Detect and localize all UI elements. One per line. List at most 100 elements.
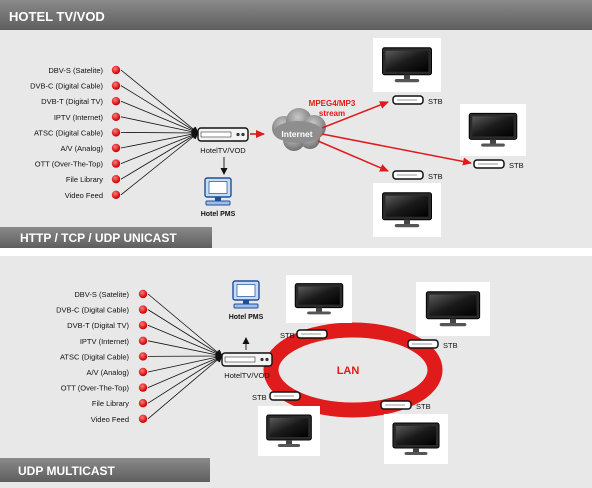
stb-label: STB — [416, 402, 431, 411]
tv-card — [384, 414, 448, 464]
tv-screen — [385, 50, 429, 72]
source-dot — [111, 112, 121, 122]
source-dot — [138, 399, 148, 408]
source-dot — [138, 289, 148, 299]
tv-stand — [439, 323, 467, 327]
source-dot — [111, 159, 121, 168]
source-dot — [138, 414, 148, 423]
tv-stand — [394, 224, 420, 228]
server-slot — [200, 131, 232, 138]
source-dot — [111, 175, 121, 184]
source-dot — [138, 336, 148, 345]
server-label: HotelTV/VOD — [200, 146, 246, 155]
pms-label: Hotel PMS — [229, 314, 264, 321]
stb-box — [392, 170, 424, 180]
source-arrow — [120, 130, 199, 149]
stb-box — [296, 329, 328, 339]
source-dot — [111, 143, 121, 153]
tv-card — [460, 104, 526, 156]
stb-box — [473, 159, 505, 169]
computer-icon — [232, 280, 260, 309]
monitor-neck — [215, 197, 221, 201]
tv-stand — [277, 444, 301, 447]
unicast-diagram: DBV-S (Satelite)DVB-C (Digital Cable)DVB… — [30, 38, 526, 237]
source-label: OTT (Over-The-Top) — [61, 384, 130, 393]
tv-screen — [298, 286, 340, 305]
tv-neck — [316, 307, 322, 312]
tv-neck — [404, 219, 410, 225]
source-dot — [111, 81, 121, 90]
stream-arrow-stb2 — [321, 133, 472, 166]
source-label: IPTV (Internet) — [80, 337, 130, 346]
tv-stand — [394, 79, 420, 83]
tv-screen — [429, 294, 477, 316]
source-label: DVB-T (Digital TV) — [67, 321, 129, 330]
source-arrow — [147, 355, 223, 420]
tv-card — [286, 275, 352, 323]
server-led — [236, 132, 240, 137]
cloud-icon — [272, 108, 326, 151]
source-dot — [111, 65, 121, 75]
source-label: DBV-S (Satelite) — [48, 66, 103, 75]
source-label: A/V (Analog) — [86, 368, 129, 377]
stb-label: STB — [428, 172, 443, 181]
source-arrow — [120, 132, 199, 196]
internet-label: Internet — [281, 129, 312, 139]
tv-stand — [481, 143, 505, 147]
stream-arrow-stb3 — [317, 140, 389, 172]
stb-label: STB — [252, 393, 267, 402]
source-arrow — [147, 309, 223, 357]
stb-label: STB — [280, 331, 295, 340]
tv-neck — [450, 318, 456, 324]
tv-card — [373, 38, 441, 92]
stb-box — [407, 339, 439, 349]
server-label: HotelTV/VOD — [224, 371, 270, 380]
source-arrow — [120, 69, 199, 134]
source-label: Video Feed — [91, 415, 129, 424]
server-led — [241, 132, 245, 137]
tv-card — [416, 282, 490, 336]
source-label: A/V (Analog) — [60, 144, 103, 153]
tv-neck — [404, 74, 410, 80]
lan-ring — [263, 322, 443, 418]
source-label: ATSC (Digital Cable) — [34, 128, 104, 137]
source-arrow — [147, 324, 223, 357]
server-led — [265, 357, 269, 362]
source-arrow — [147, 355, 223, 404]
tv-neck — [490, 139, 496, 144]
computer-icon — [204, 177, 232, 206]
monitor-screen — [208, 181, 228, 194]
stb-box — [380, 400, 412, 410]
source-dot — [138, 305, 148, 314]
tv-neck — [286, 440, 292, 444]
source-arrow — [147, 340, 223, 359]
source-label: ATSC (Digital Cable) — [60, 352, 130, 361]
source-dot — [111, 128, 121, 137]
source-label: OTT (Over-The-Top) — [35, 160, 104, 169]
source-label: DVB-C (Digital Cable) — [56, 306, 129, 315]
source-arrow — [147, 355, 223, 388]
monitor-neck — [243, 300, 249, 304]
stb-label: STB — [509, 161, 524, 170]
lan-label: LAN — [337, 365, 360, 377]
header-bar — [0, 0, 592, 30]
tv-screen — [472, 116, 514, 137]
monitor-screen — [236, 284, 256, 297]
source-arrow — [147, 293, 223, 357]
tv-stand — [307, 311, 331, 315]
source-label: IPTV (Internet) — [54, 113, 104, 122]
source-arrow — [120, 116, 199, 136]
source-label: DVB-C (Digital Cable) — [30, 82, 103, 91]
source-dot — [111, 190, 121, 199]
cloud-core — [274, 121, 322, 143]
source-dot — [138, 352, 148, 361]
tv-stand — [404, 452, 428, 455]
source-label: DBV-S (Satelite) — [74, 290, 129, 299]
source-arrow — [120, 131, 199, 164]
source-arrow — [120, 132, 199, 180]
unicast-footer-tab — [0, 227, 212, 248]
header-title: HOTEL TV/VOD — [9, 9, 105, 24]
hoteltv-vod-server — [197, 127, 249, 142]
